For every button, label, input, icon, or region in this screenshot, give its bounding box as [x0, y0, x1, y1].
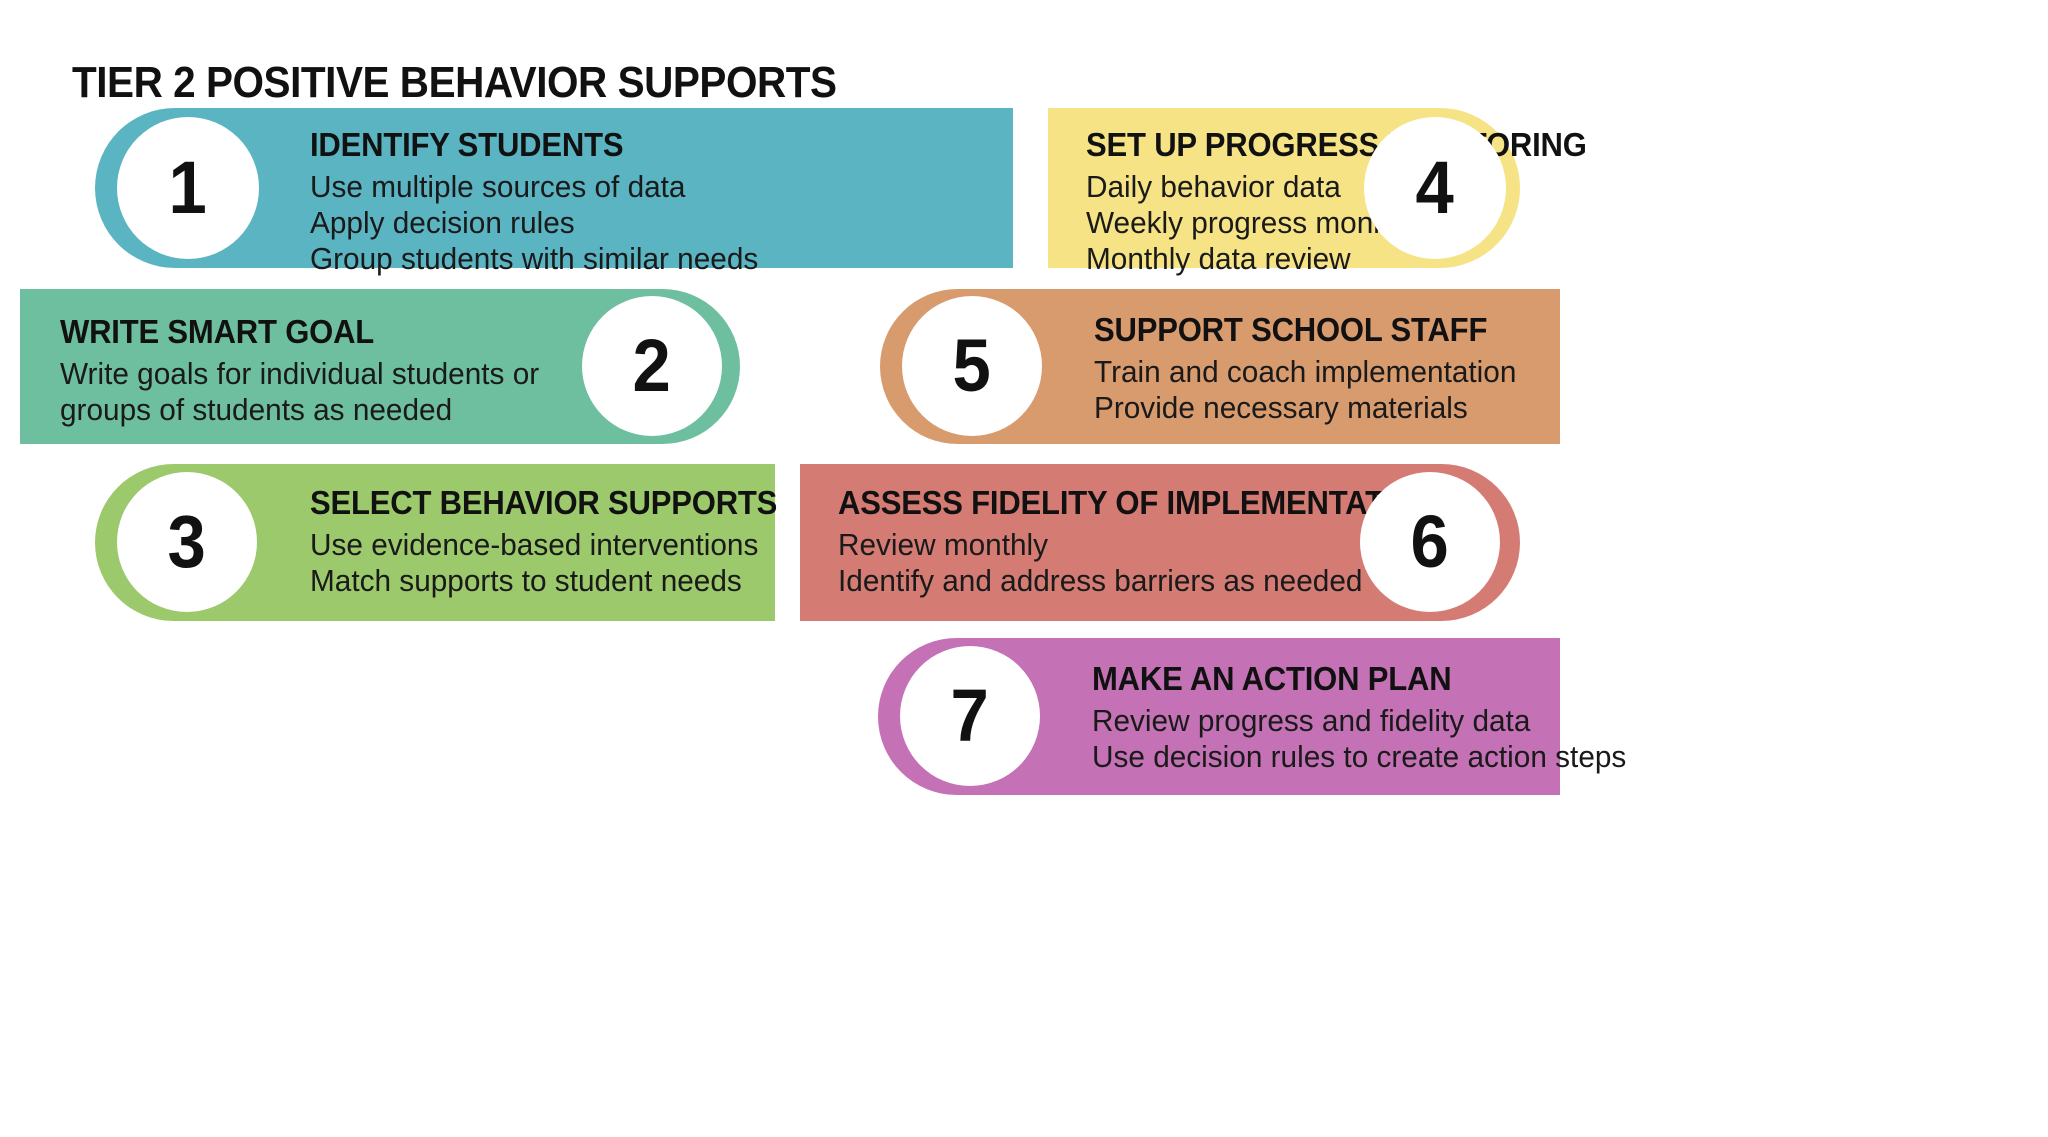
step-card-1[interactable]: 1 IDENTIFY STUDENTS Use multiple sources…	[95, 108, 1013, 276]
step-title-7: MAKE AN ACTION PLAN	[1092, 660, 1452, 697]
step-line-4-1: Daily behavior data	[1086, 169, 1341, 204]
step-content-4: SET UP PROGRESS MONITORING Daily behavio…	[1086, 126, 1619, 277]
step-line-1-3: Group students with similar needs	[310, 240, 759, 276]
step-number-badge-4: 4	[1364, 117, 1506, 259]
step-card-6[interactable]: 6 ASSESS FIDELITY OF IMPLEMENTATION Revi…	[800, 464, 1520, 621]
step-line-7-2: Use decision rules to create action step…	[1092, 738, 1627, 774]
step-title-3: SELECT BEHAVIOR SUPPORTS	[310, 484, 778, 521]
step-line-5-1: Train and coach implementation	[1094, 354, 1517, 389]
step-card-3[interactable]: 3 SELECT BEHAVIOR SUPPORTS Use evidence-…	[95, 464, 777, 621]
step-content-1: IDENTIFY STUDENTS Use multiple sources o…	[310, 126, 777, 277]
step-number-badge-3: 3	[117, 472, 257, 612]
step-number-3: 3	[167, 500, 207, 583]
step-content-3: SELECT BEHAVIOR SUPPORTS Use evidence-ba…	[310, 484, 807, 599]
step-title-4: SET UP PROGRESS MONITORING	[1086, 126, 1587, 163]
step-card-2[interactable]: 2 WRITE SMART GOAL Write goals for indiv…	[20, 289, 740, 444]
step-line-4-3: Monthly data review	[1086, 240, 1351, 276]
step-number-4: 4	[1415, 146, 1455, 229]
step-title-1: IDENTIFY STUDENTS	[310, 126, 624, 163]
step-line-3-1: Use evidence-based interventions	[310, 527, 759, 562]
step-title-6: ASSESS FIDELITY OF IMPLEMENTATION	[838, 484, 1439, 521]
step-content-5: SUPPORT SCHOOL STAFF Train and coach imp…	[1094, 311, 1534, 426]
step-line-7-1: Review progress and fidelity data	[1092, 703, 1531, 738]
step-number-badge-5: 5	[902, 296, 1042, 436]
step-number-2: 2	[632, 324, 672, 407]
step-content-7: MAKE AN ACTION PLAN Review progress and …	[1092, 660, 1649, 775]
step-number-badge-1: 1	[117, 117, 259, 259]
step-title-2: WRITE SMART GOAL	[60, 313, 375, 350]
step-title-5: SUPPORT SCHOOL STAFF	[1094, 311, 1488, 348]
step-line-2-1: Write goals for individual students or	[60, 356, 540, 391]
step-number-badge-2: 2	[582, 296, 722, 436]
step-number-5: 5	[952, 324, 992, 407]
step-number-7: 7	[950, 674, 990, 757]
step-line-2-2: groups of students as needed	[60, 391, 453, 427]
step-line-4-2: Weekly progress monitoring	[1086, 204, 1455, 240]
step-line-6-1: Review monthly	[838, 527, 1049, 562]
step-card-5[interactable]: 5 SUPPORT SCHOOL STAFF Train and coach i…	[880, 289, 1560, 444]
step-content-2: WRITE SMART GOAL Write goals for individ…	[60, 313, 559, 428]
step-number-badge-6: 6	[1360, 472, 1500, 612]
step-card-7[interactable]: 7 MAKE AN ACTION PLAN Review progress an…	[878, 638, 1626, 795]
step-line-1-2: Apply decision rules	[310, 204, 575, 240]
step-card-4[interactable]: 4 SET UP PROGRESS MONITORING Daily behav…	[1048, 108, 1587, 276]
step-line-1-1: Use multiple sources of data	[310, 169, 686, 204]
step-line-6-2: Identify and address barriers as needed	[838, 562, 1363, 598]
step-line-3-2: Match supports to student needs	[310, 562, 742, 598]
step-number-6: 6	[1410, 500, 1450, 583]
step-number-1: 1	[168, 146, 208, 229]
step-number-badge-7: 7	[900, 646, 1040, 786]
page-title: TIER 2 POSITIVE BEHAVIOR SUPPORTS	[72, 58, 837, 107]
step-line-5-2: Provide necessary materials	[1094, 389, 1468, 425]
step-content-6: ASSESS FIDELITY OF IMPLEMENTATION Review…	[838, 484, 1477, 599]
